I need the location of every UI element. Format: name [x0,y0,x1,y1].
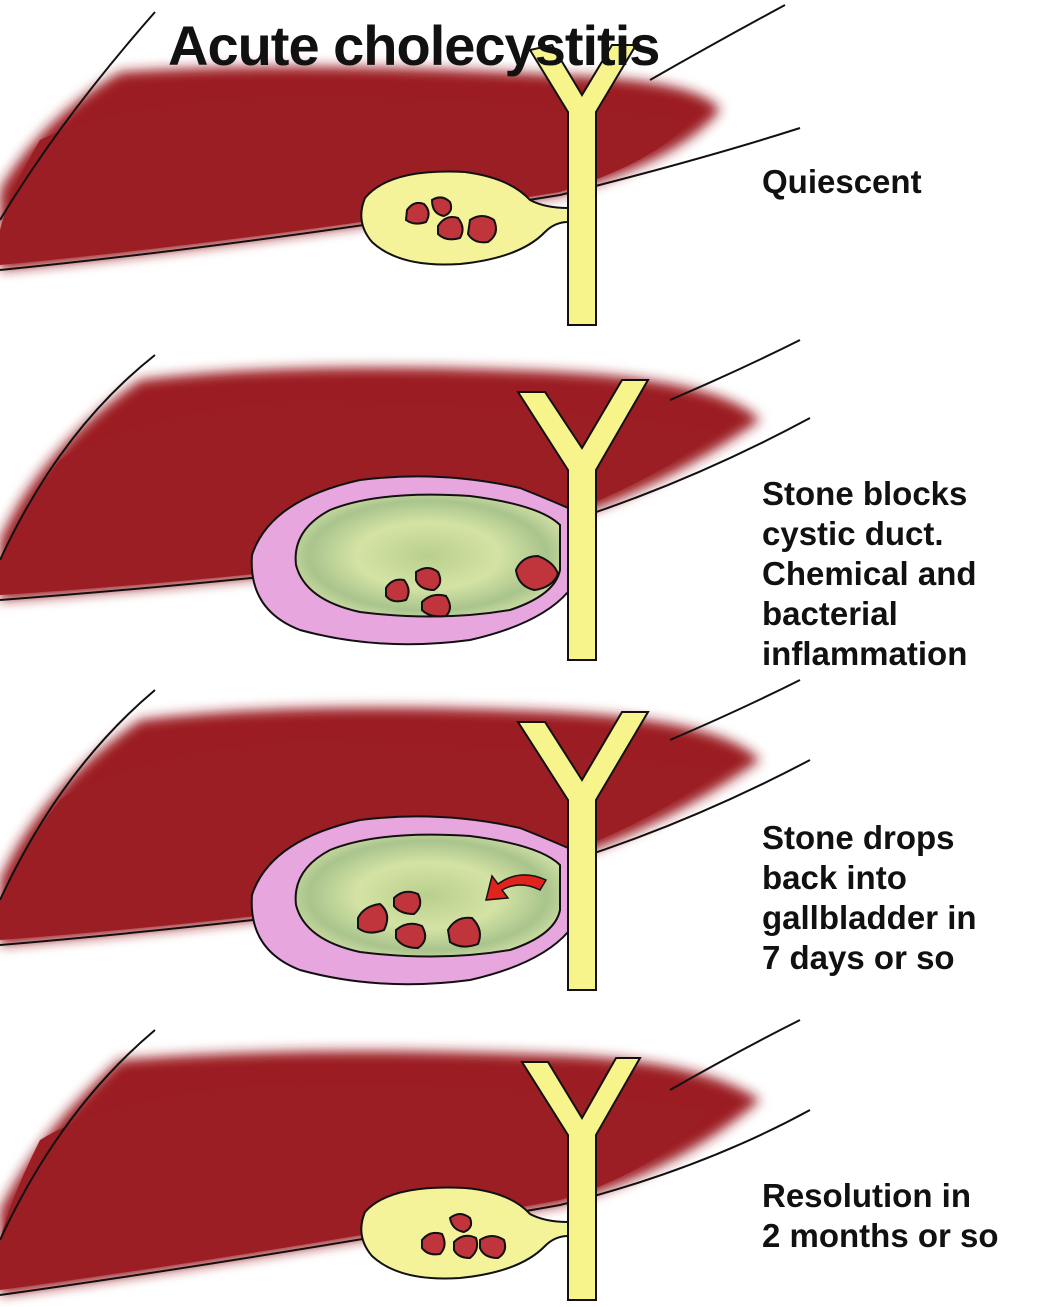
stage-caption-resolution: Resolution in 2 months or so [762,1176,999,1256]
caption-line: back into [762,858,977,898]
caption-line: Chemical and [762,554,977,594]
stage-caption-obstruction: Stone blocks cystic duct. Chemical and b… [762,474,977,674]
caption-line: bacterial [762,594,977,634]
panel-obstruction [0,340,810,660]
diagram-title: Acute cholecystitis [168,14,659,78]
caption-line: 2 months or so [762,1216,999,1256]
panel-resolution [0,1020,810,1300]
stage-caption-stone-drops-back: Stone drops back into gallbladder in 7 d… [762,818,977,978]
caption-line: Resolution in [762,1176,999,1216]
caption-line: Stone blocks [762,474,977,514]
caption-line: 7 days or so [762,938,977,978]
stage-caption-quiescent: Quiescent [762,162,922,202]
inflamed-gallbladder-content [296,835,560,957]
caption-line: inflammation [762,634,977,674]
panel-stone-drops-back [0,680,810,990]
caption-line: cystic duct. [762,514,977,554]
caption-line: gallbladder in [762,898,977,938]
caption-line: Quiescent [762,162,922,202]
caption-line: Stone drops [762,818,977,858]
